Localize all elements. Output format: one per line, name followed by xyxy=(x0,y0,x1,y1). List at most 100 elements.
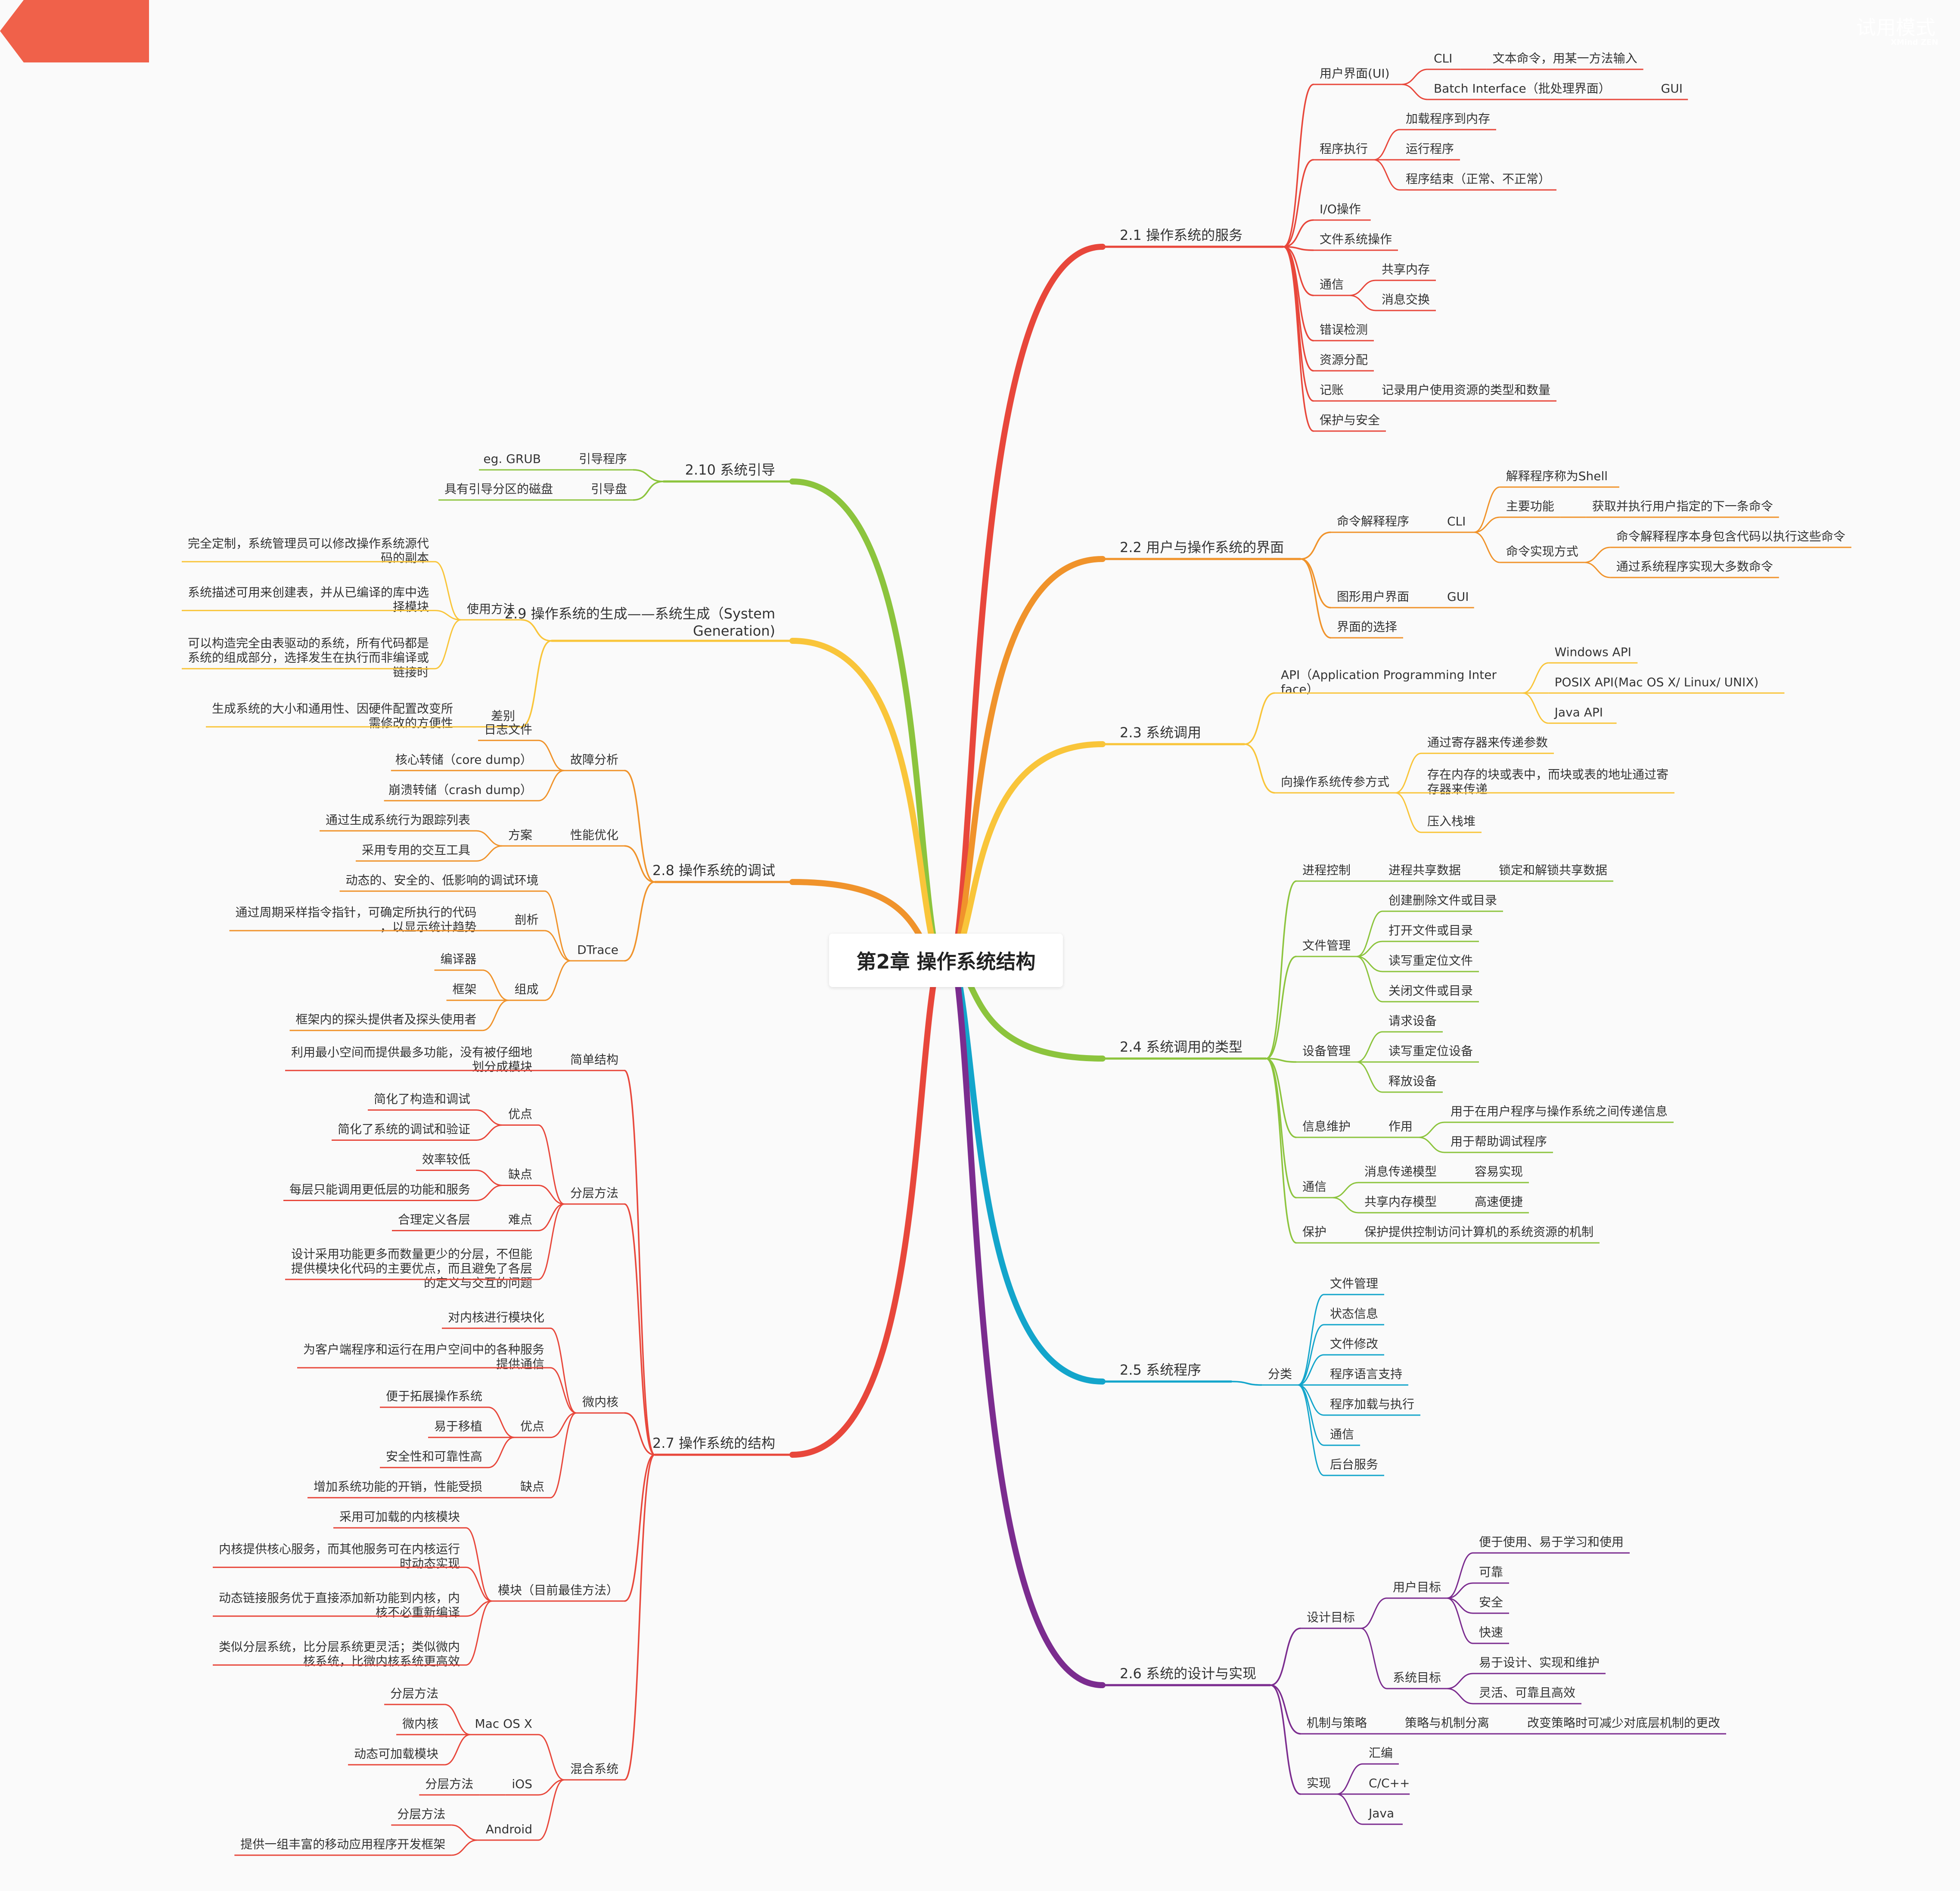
topic-b24-2-0[interactable]: 请求设备 xyxy=(1388,1014,1437,1028)
topic-b24-4-0[interactable]: 消息传递模型 xyxy=(1364,1164,1437,1179)
topic-b28-0[interactable]: 故障分析 xyxy=(570,752,618,767)
topic-b24-3-0-0[interactable]: 用于在用户程序与操作系统之间传递信息 xyxy=(1451,1104,1668,1118)
topic-b27-1-0-1[interactable]: 简化了系统的调试和验证 xyxy=(338,1122,470,1136)
topic-b28-1-0-1[interactable]: 采用专用的交互工具 xyxy=(362,843,470,857)
topic-b24-1[interactable]: 文件管理 xyxy=(1302,938,1351,953)
topic-b27-0-0[interactable]: 利用最小空间而提供最多功能，没有被仔细地划分成模块 xyxy=(291,1045,532,1074)
topic-b26-0-0-2[interactable]: 安全 xyxy=(1479,1595,1503,1609)
topic-b27-4-0-1[interactable]: 微内核 xyxy=(402,1717,438,1731)
topic-b25-0-6[interactable]: 后台服务 xyxy=(1330,1457,1378,1472)
topic-b27-2-3-0[interactable]: 增加系统功能的开销，性能受损 xyxy=(314,1480,482,1494)
topic-b21-3[interactable]: 文件系统操作 xyxy=(1320,232,1392,246)
topic-b25-0-4[interactable]: 程序加载与执行 xyxy=(1330,1397,1414,1411)
topic-b28-2-1[interactable]: 剖析 xyxy=(515,913,539,927)
topic-b27-2-1[interactable]: 为客户端程序和运行在用户空间中的各种服务提供通信 xyxy=(303,1342,544,1371)
topic-b26-0-0-1[interactable]: 可靠 xyxy=(1479,1565,1503,1579)
topic-b21-7-0[interactable]: 记录用户使用资源的类型和数量 xyxy=(1382,383,1550,397)
topic-b28-2[interactable]: DTrace xyxy=(577,943,618,957)
topic-b21-6[interactable]: 资源分配 xyxy=(1320,353,1368,367)
topic-b29-0-1[interactable]: 系统描述可用来创建表，并从已编译的库中选择模块 xyxy=(188,585,429,614)
topic-b25-0-0[interactable]: 文件管理 xyxy=(1330,1276,1378,1291)
topic-b29-1[interactable]: 差别 xyxy=(491,709,515,723)
topic-b23-1[interactable]: 向操作系统传参方式 xyxy=(1281,775,1389,789)
topic-b24-4-0-0[interactable]: 容易实现 xyxy=(1475,1164,1523,1179)
topic-b22-2[interactable]: 界面的选择 xyxy=(1337,620,1397,634)
topic-b22-0[interactable]: 命令解释程序 xyxy=(1337,514,1409,528)
topic-b26-1-0[interactable]: 策略与机制分离 xyxy=(1405,1716,1489,1730)
topic-b27-2-2[interactable]: 优点 xyxy=(520,1419,544,1434)
topic-b24-4[interactable]: 通信 xyxy=(1302,1180,1326,1194)
topic-b27-3-3[interactable]: 类似分层系统，比分层系统更灵活；类似微内核系统，比微内核系统更高效 xyxy=(219,1639,460,1668)
topic-b27-4-0-2[interactable]: 动态可加载模块 xyxy=(354,1747,438,1761)
topic-b27-4-0-0[interactable]: 分层方法 xyxy=(390,1686,438,1701)
topic-b28-1[interactable]: 性能优化 xyxy=(570,828,618,842)
topic-b21-4-0[interactable]: 共享内存 xyxy=(1382,262,1430,276)
topic-b24-5[interactable]: 保护 xyxy=(1302,1225,1326,1239)
topic-b26-1-0-0[interactable]: 改变策略时可减少对底层机制的更改 xyxy=(1527,1716,1720,1730)
branch-b24[interactable]: 2.4 系统调用的类型 xyxy=(1120,1039,1242,1055)
topic-b22-1[interactable]: 图形用户界面 xyxy=(1337,590,1409,604)
topic-b28-1-0-0[interactable]: 通过生成系统行为跟踪列表 xyxy=(326,813,470,827)
topic-b28-0-1[interactable]: 核心转储（core dump） xyxy=(395,752,532,767)
topic-b21-1-1[interactable]: 运行程序 xyxy=(1406,142,1454,156)
trial-mode-badge[interactable] xyxy=(0,0,149,62)
topic-b27-4-1-0[interactable]: 分层方法 xyxy=(425,1777,473,1791)
topic-b27-4[interactable]: 混合系统 xyxy=(570,1762,618,1776)
topic-b22-0-0-2-0[interactable]: 命令解释程序本身包含代码以执行这些命令 xyxy=(1616,529,1845,543)
topic-b24-2[interactable]: 设备管理 xyxy=(1302,1044,1351,1058)
topic-b26-2-1[interactable]: C/C++ xyxy=(1369,1776,1410,1790)
topic-b21-0-1[interactable]: Batch Interface（批处理界面） xyxy=(1434,81,1611,96)
topic-b24-0-0[interactable]: 进程共享数据 xyxy=(1388,863,1461,877)
topic-b24-3[interactable]: 信息维护 xyxy=(1302,1119,1351,1133)
topic-b27-1-2-0[interactable]: 合理定义各层 xyxy=(398,1213,470,1227)
branch-b28[interactable]: 2.8 操作系统的调试 xyxy=(652,862,775,879)
topic-b27-1-1-1[interactable]: 每层只能调用更低层的功能和服务 xyxy=(289,1183,470,1197)
topic-b27-4-0[interactable]: Mac OS X xyxy=(475,1717,532,1731)
topic-b25-0-5[interactable]: 通信 xyxy=(1330,1427,1354,1441)
topic-b27-1-3[interactable]: 设计采用功能更多而数量更少的分层，不但能提供模块化代码的主要优点，而且避免了各层… xyxy=(291,1247,532,1290)
topic-b27-4-2[interactable]: Android xyxy=(486,1822,532,1836)
topic-b28-2-1-0[interactable]: 通过周期采样指令指针，可确定所执行的代码，以显示统计趋势 xyxy=(236,905,477,934)
topic-b22-0-0-2[interactable]: 命令实现方式 xyxy=(1506,544,1578,559)
topic-b23-1-2[interactable]: 压入栈堆 xyxy=(1427,814,1475,829)
topic-b28-2-2[interactable]: 组成 xyxy=(515,982,539,997)
topic-b24-1-3[interactable]: 关闭文件或目录 xyxy=(1388,984,1473,998)
topic-b210-1-0[interactable]: 具有引导分区的磁盘 xyxy=(444,482,553,496)
topic-b24-4-1[interactable]: 共享内存模型 xyxy=(1364,1195,1437,1209)
topic-b26-0-0[interactable]: 用户目标 xyxy=(1393,1580,1441,1594)
branch-b23[interactable]: 2.3 系统调用 xyxy=(1120,724,1201,741)
branch-b29[interactable]: 2.9 操作系统的生成——系统生成（System Generation) xyxy=(505,605,775,639)
branch-b21[interactable]: 2.1 操作系统的服务 xyxy=(1120,227,1242,243)
topic-b24-1-1[interactable]: 打开文件或目录 xyxy=(1388,923,1473,938)
topic-b26-0[interactable]: 设计目标 xyxy=(1307,1610,1355,1624)
topic-b21-1-2[interactable]: 程序结束（正常、不正常） xyxy=(1406,172,1550,186)
topic-b26-0-1-1[interactable]: 灵活、可靠且高效 xyxy=(1479,1686,1575,1700)
topic-b24-2-2[interactable]: 释放设备 xyxy=(1388,1074,1437,1088)
topic-b210-0-0[interactable]: eg. GRUB xyxy=(483,452,541,466)
topic-b28-2-2-0[interactable]: 编译器 xyxy=(441,952,477,966)
topic-b29-0[interactable]: 使用方法 xyxy=(467,602,515,616)
topic-b29-0-2[interactable]: 可以构造完全由表驱动的系统，所有代码都是系统的组成部分，选择发生在执行而非编译或… xyxy=(188,636,429,679)
topic-b27-2-0[interactable]: 对内核进行模块化 xyxy=(448,1310,544,1324)
topic-b21-7[interactable]: 记账 xyxy=(1320,383,1344,397)
topic-b27-3-2[interactable]: 动态链接服务优于直接添加新功能到内核，内核不必重新编译 xyxy=(219,1591,460,1620)
topic-b21-2[interactable]: I/O操作 xyxy=(1320,202,1361,216)
topic-b24-3-0-1[interactable]: 用于帮助调试程序 xyxy=(1451,1134,1547,1149)
topic-b23-0-0[interactable]: Windows API xyxy=(1555,645,1631,659)
topic-b27-4-1[interactable]: iOS xyxy=(512,1777,532,1791)
topic-b26-0-0-3[interactable]: 快速 xyxy=(1479,1625,1503,1639)
topic-b28-0-2[interactable]: 崩溃转储（crash dump） xyxy=(388,782,532,797)
topic-b22-0-0-0[interactable]: 解释程序称为Shell xyxy=(1506,469,1608,483)
topic-b24-3-0[interactable]: 作用 xyxy=(1388,1119,1413,1133)
topic-b27-2-2-1[interactable]: 易于移植 xyxy=(434,1419,482,1434)
topic-b28-2-2-2[interactable]: 框架内的探头提供者及探头使用者 xyxy=(296,1012,477,1027)
topic-b24-4-1-0[interactable]: 高速便捷 xyxy=(1475,1195,1523,1209)
topic-b27-1-1[interactable]: 缺点 xyxy=(508,1168,532,1182)
topic-b27-2-2-0[interactable]: 便于拓展操作系统 xyxy=(386,1389,482,1404)
topic-b21-0-1-0[interactable]: GUI xyxy=(1661,81,1683,96)
central-topic[interactable]: 第2章 操作系统结构 xyxy=(829,934,1063,987)
topic-b28-2-2-1[interactable]: 框架 xyxy=(453,982,477,997)
topic-b23-1-1[interactable]: 存在内存的块或表中，而块或表的地址通过寄存器来传递 xyxy=(1427,767,1668,796)
topic-b23-0-1[interactable]: POSIX API(Mac OS X/ Linux/ UNIX) xyxy=(1555,675,1759,689)
topic-b25-0-1[interactable]: 状态信息 xyxy=(1330,1307,1378,1321)
